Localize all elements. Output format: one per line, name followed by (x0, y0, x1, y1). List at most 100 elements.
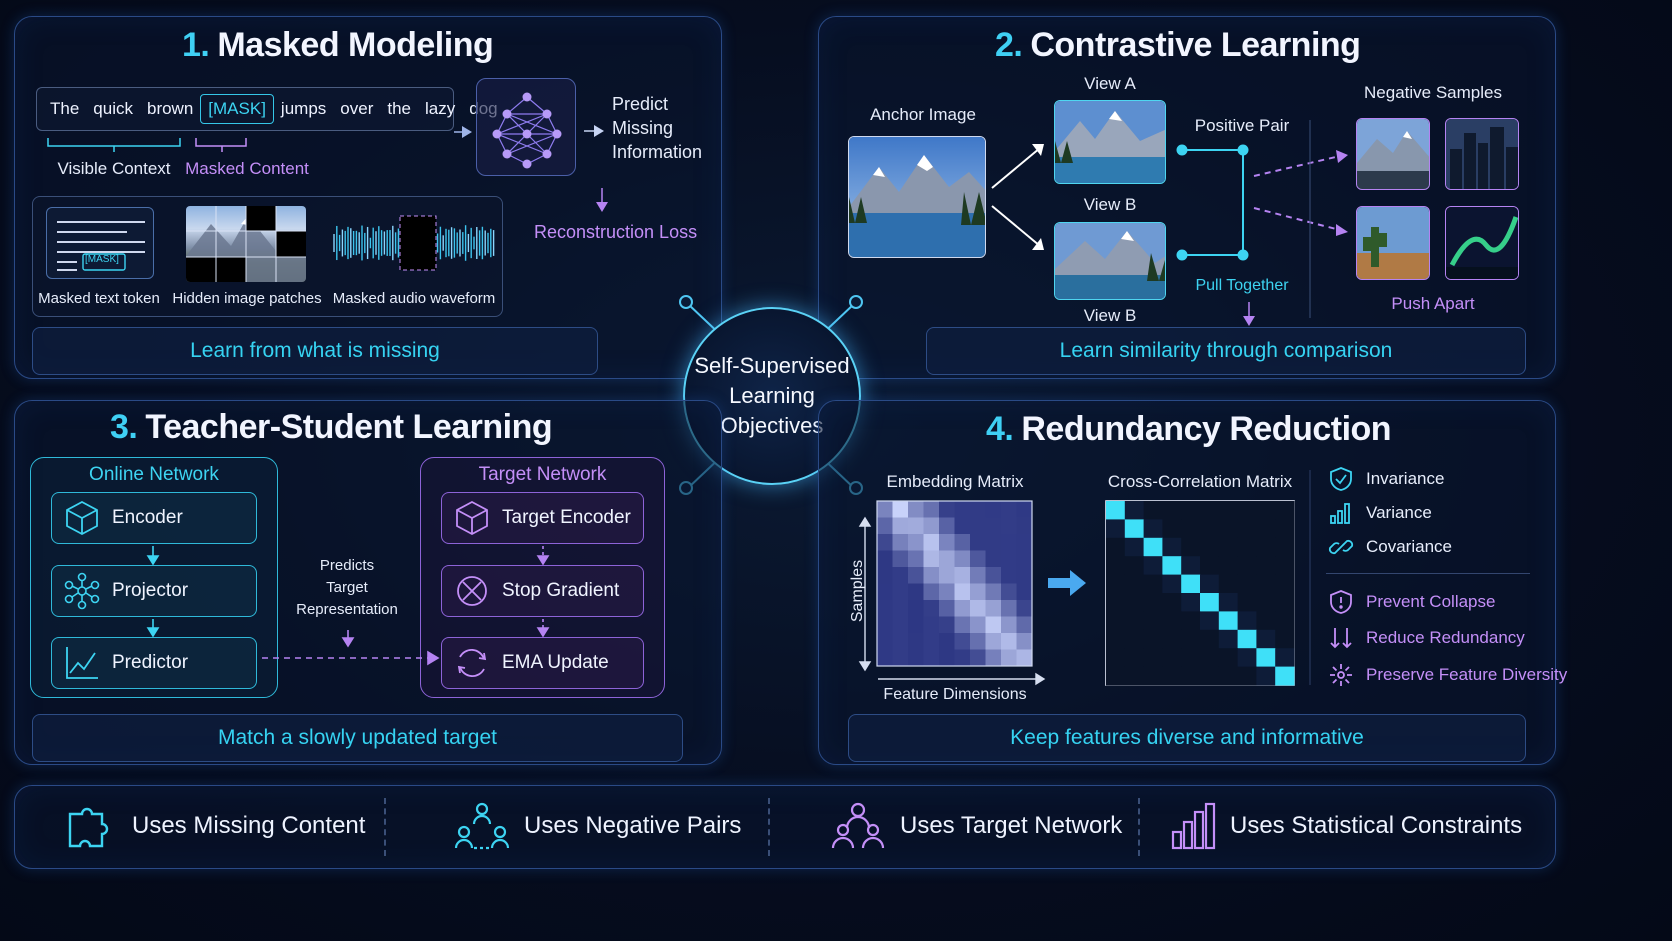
correlation-cell (1106, 666, 1126, 686)
correlation-cell (1275, 593, 1295, 612)
correlation-cell (1162, 666, 1182, 686)
link-icon (1328, 539, 1354, 555)
correlation-cell (1143, 519, 1163, 539)
embedding-cell (939, 583, 955, 601)
embedding-cell (954, 567, 971, 584)
embedding-cell (1016, 534, 1033, 551)
embedding-cell (892, 517, 909, 535)
footer-teacher-student: Match a slowly updated target (32, 714, 683, 762)
correlation-cell (1218, 666, 1239, 686)
embedding-cell (892, 616, 909, 634)
embedding-cell (908, 600, 924, 617)
correlation-cell (1162, 574, 1182, 594)
embedding-cell (954, 600, 971, 617)
correlation-diagonal-cell (1200, 593, 1220, 612)
embedding-cell (1016, 616, 1033, 634)
correlation-cell (1256, 519, 1276, 539)
correlation-cell (1256, 556, 1276, 576)
embedding-cell (1001, 633, 1017, 650)
correlation-diagonal-cell (1124, 519, 1145, 539)
correlation-cell (1124, 537, 1145, 557)
embedding-cell (1001, 534, 1017, 551)
summary-missing-content: Uses Missing Content (66, 800, 365, 852)
embedding-cell (908, 567, 924, 584)
shield-check-icon (1330, 467, 1352, 491)
bar-chart-icon (1330, 503, 1350, 524)
embedding-cell (923, 534, 940, 551)
embedding-cell (877, 649, 893, 667)
chart-line-icon (52, 643, 112, 683)
embedding-cell (985, 616, 1002, 634)
embedding-cell (908, 649, 924, 667)
embedding-cell (985, 649, 1002, 667)
embedding-cell (892, 550, 909, 568)
embedding-cell (985, 501, 1002, 518)
samples-axis-label: Samples (849, 559, 866, 623)
embedding-cell (923, 550, 940, 568)
embedding-cell (923, 600, 940, 617)
embedding-cell (954, 550, 971, 568)
correlation-cell (1237, 556, 1257, 576)
correlation-cell (1200, 629, 1220, 649)
embedding-cell (923, 517, 940, 535)
correlation-diagonal-cell (1162, 556, 1182, 576)
legend-variance: Variance (1328, 500, 1432, 526)
correlation-cell (1106, 611, 1126, 631)
correlation-cell (1218, 537, 1239, 557)
correlation-cell (1200, 556, 1220, 576)
embedding-cell (954, 583, 971, 601)
target-encoder-block: Target Encoder (441, 492, 644, 544)
token: over (340, 99, 374, 118)
token: quick (93, 99, 133, 118)
embedding-cell (1001, 567, 1017, 584)
people-group-icon (831, 802, 885, 849)
view-b-label-top: View B (1083, 195, 1137, 214)
embedding-cell (939, 616, 955, 634)
correlation-cell (1124, 611, 1145, 631)
correlation-cell (1106, 648, 1126, 668)
embedding-cell (908, 550, 924, 568)
embedding-cell (877, 583, 893, 601)
embedding-cell (985, 534, 1002, 551)
summary-target-network: Uses Target Network (830, 800, 1122, 852)
correlation-cell (1200, 519, 1220, 539)
embedding-cell (923, 633, 940, 650)
pull-together-label: Pull Together (1195, 277, 1289, 294)
legend-covariance: Covariance (1328, 534, 1452, 560)
correlation-cell (1275, 574, 1295, 594)
positive-pair-label: Positive Pair (1194, 116, 1290, 135)
embedding-cell (1016, 550, 1033, 568)
sparkle-icon (1330, 664, 1352, 686)
embedding-cell (1016, 567, 1033, 584)
correlation-cell (1162, 537, 1182, 557)
embedding-cell (1016, 600, 1033, 617)
embedding-cell (892, 501, 909, 518)
legend-reduce-redundancy: Reduce Redundancy (1328, 625, 1525, 651)
embedding-cell (970, 501, 986, 518)
embedding-cell (908, 517, 924, 535)
token: jumps (280, 99, 327, 118)
correlation-cell (1218, 574, 1239, 594)
legend-preserve-diversity: Preserve Feature Diversity (1328, 662, 1567, 688)
correlation-cell (1237, 501, 1257, 520)
embedding-cell (892, 600, 909, 617)
masked-audio-segment (399, 215, 437, 271)
embedding-cell (1001, 550, 1017, 568)
correlation-cell (1256, 593, 1276, 612)
token: brown (146, 99, 194, 118)
embedding-cell (970, 517, 986, 535)
correlation-cell (1275, 648, 1295, 668)
correlation-diagonal-cell (1237, 629, 1257, 649)
contrastive-learning-title: 2.Contrastive Learning (995, 26, 1361, 64)
correlation-cell (1237, 574, 1257, 594)
embedding-cell (970, 649, 986, 667)
view-b-label-bottom: View B (1083, 306, 1137, 325)
token: the (387, 99, 411, 118)
teacher-student-title: 3.Teacher-Student Learning (110, 408, 553, 446)
mask-token: [MASK] (200, 94, 274, 124)
ema-update-block: EMA Update (441, 637, 644, 689)
embedding-cell (985, 633, 1002, 650)
nodes-icon (52, 571, 112, 611)
predict-missing-label: Predict Missing Information (612, 94, 703, 162)
embedding-cell (1001, 616, 1017, 634)
